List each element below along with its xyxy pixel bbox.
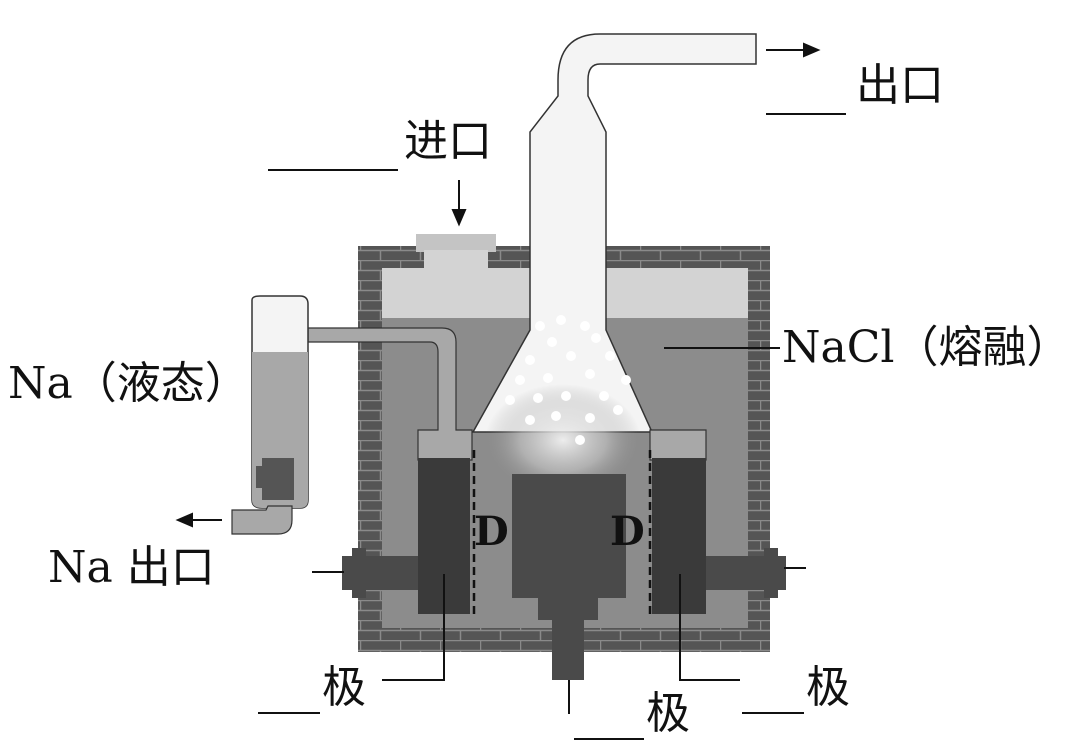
electrode-center-label: 极 [646,688,690,739]
electrode-right-leader [679,574,740,681]
na-outlet-label: Na 出口 [48,542,215,593]
sodium-channel-right [649,429,707,461]
nacl-molten-label: NaCl（熔融） [782,322,1071,373]
electrode-center-blank-line [574,738,644,740]
terminal-right [706,548,786,598]
inlet-blank-line [268,169,398,171]
anode-stem [538,596,598,620]
electrode-left-blank-line [258,712,320,714]
outlet-blank-line [766,113,846,115]
electrode-left-leader [382,574,445,681]
inlet-label: 进口 [404,116,492,167]
anode-terminal [552,618,584,680]
inlet-port [416,234,496,252]
sodium-valve [262,458,294,500]
diaphragm-right-label: D [610,508,645,555]
diaphragm-left-label: D [474,508,509,555]
gas-outlet-label: 出口 [856,60,944,111]
outlet-arrow [766,42,821,58]
electrode-right-label: 极 [806,662,850,713]
sodium-valve-handle [256,466,264,488]
inlet-arrow [451,180,467,227]
sodium-outlet-pipe [231,505,293,535]
sodium-channel-left [307,327,473,461]
anode-glow [485,384,641,496]
chlorine-bubbles [505,315,631,445]
electrode-left-label: 极 [322,662,366,713]
inlet-neck [424,250,488,272]
electrode-right-blank-line [742,712,804,714]
anode-block [512,474,626,598]
na-liquid-label: Na（液态） [8,358,249,409]
terminal-left [342,548,418,598]
gas-collection-hood [471,33,757,433]
na-outlet-arrow [175,512,222,528]
